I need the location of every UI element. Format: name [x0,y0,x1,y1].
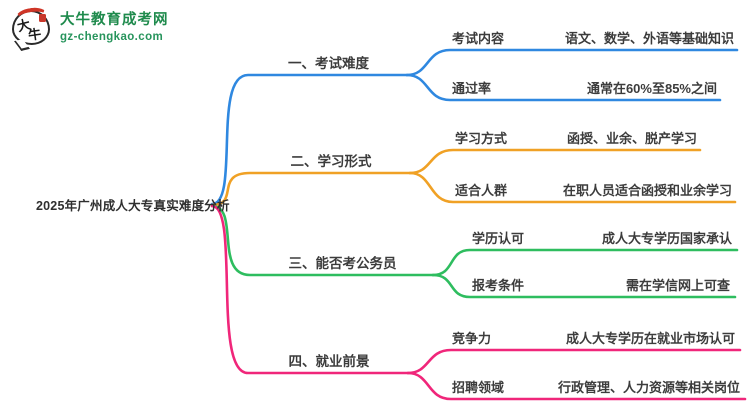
subnode-label: 学历认可 [472,231,525,246]
daniu-speech-bubble-icon: 大 牛 [12,5,50,51]
branch1-child1-line [405,48,739,77]
branch2-child2-line [408,171,737,204]
root-to-branch1-line [210,73,409,206]
subnode-label: 考试内容 [452,31,505,46]
site-url: gz-chengkao.com [60,30,164,43]
branch-label-employment-prospects: 四、就业前景 [288,354,370,369]
subnode-label: 适合人群 [455,183,508,198]
root-to-branch4-line [210,204,410,375]
subnode-value: 成人大专学历国家承认 [601,231,732,246]
branch2-child1-line [408,148,702,175]
subnode-row-degree-recognition: 学历认可 成人大专学历国家承认 [472,229,735,247]
subnode-label: 学习方式 [455,131,508,146]
branch4-child2-line [406,371,747,401]
root-node-title: 2025年广州成人大专真实难度分析 [36,198,230,213]
branch-label-civil-service: 三、能否考公务员 [288,256,397,271]
subnode-label: 招聘领域 [452,380,505,395]
branch1-child2-line [405,73,722,102]
subnode-label: 竞争力 [452,331,492,346]
site-name: 大牛教育成考网 [60,12,169,28]
root-to-branch3-line [210,204,435,277]
logo-text-block: 大牛教育成考网 gz-chengkao.com [60,10,169,43]
subnode-row-pass-rate: 通过率 通常在60%至85%之间 [452,79,720,97]
subnode-value: 通常在60%至85%之间 [586,81,717,96]
subnode-value: 语文、数学、外语等基础知识 [564,31,734,46]
subnode-row-recruitment-fields: 招聘领域 行政管理、人力资源等相关岗位 [452,378,743,396]
subnode-value: 函授、业余、脱产学习 [566,131,697,146]
subnode-row-suitable-people: 适合人群 在职人员适合函授和业余学习 [455,181,735,199]
logo-char-niu: 牛 [27,26,43,43]
subnode-row-application-conditions: 报考条件 需在学信网上可查 [472,276,733,294]
branch-label-exam-difficulty: 一、考试难度 [288,56,369,71]
branch4-child1-line [406,348,742,375]
subnode-row-competitiveness: 竞争力 成人大专学历在就业市场认可 [452,329,738,347]
subnode-label: 通过率 [452,81,492,96]
root-to-branch2-line [210,171,412,207]
branch3-child2-line [431,273,737,299]
subnode-row-study-method: 学习方式 函授、业余、脱产学习 [455,129,700,147]
branch-label-study-format: 二、学习形式 [290,154,372,169]
subnode-value: 行政管理、人力资源等相关岗位 [557,380,740,395]
subnode-row-exam-content: 考试内容 语文、数学、外语等基础知识 [452,29,737,47]
subnode-value: 在职人员适合函授和业余学习 [562,183,732,198]
site-logo: 大 牛 大牛教育成考网 gz-chengkao.com [12,5,169,51]
branch3-child1-line [431,248,739,277]
subnode-label: 报考条件 [472,278,525,293]
subnode-value: 需在学信网上可查 [625,278,730,293]
subnode-value: 成人大专学历在就业市场认可 [565,331,735,346]
logo-red-seal [39,14,46,22]
